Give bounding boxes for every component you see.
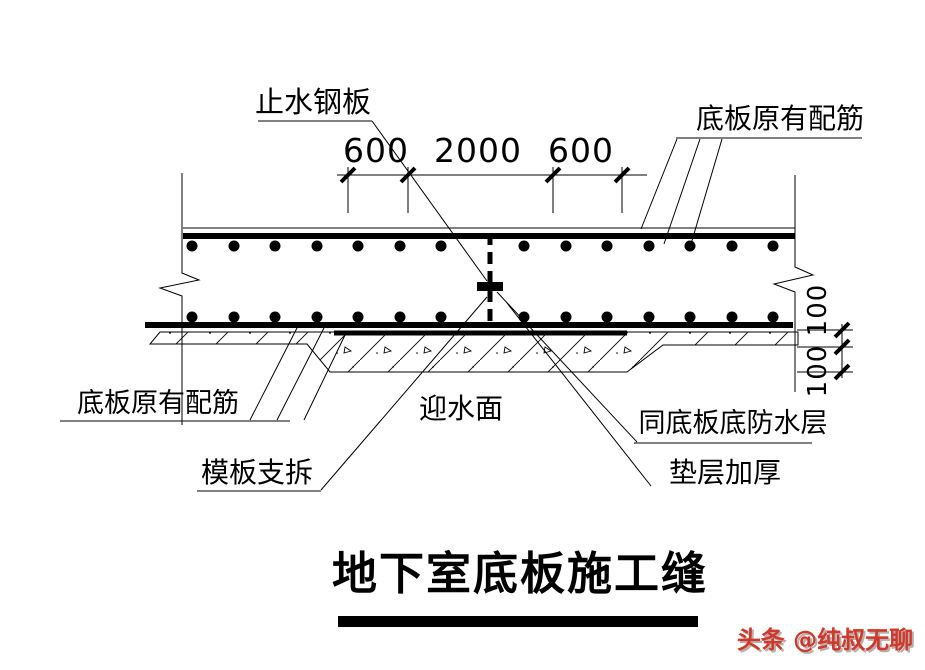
cushion-hatch-area	[148, 331, 799, 373]
dim-600-right: 600	[548, 131, 614, 170]
label-existing-rebar-top: 底板原有配筋	[696, 102, 864, 135]
rebar-dots-top-row	[186, 240, 779, 252]
label-cushion-thickening: 垫层加厚	[669, 456, 781, 489]
watermark: 头条 @纯叔无聊	[737, 626, 913, 654]
dimension-right: 100 100	[797, 284, 853, 398]
dim-100-lower: 100	[803, 345, 833, 398]
watermark-shadow: 头条 @纯叔无聊	[739, 628, 915, 656]
title-underline-bar	[338, 616, 698, 627]
label-waterstop-plate: 止水钢板	[255, 85, 371, 119]
break-symbol-left	[158, 173, 201, 425]
label-waterproofing-same-as-slab: 同底板底防水层	[639, 408, 828, 439]
label-existing-rebar-bottom: 底板原有配筋	[77, 388, 239, 419]
rebar-dots-bottom-row	[186, 311, 779, 323]
dim-2000: 2000	[434, 131, 522, 170]
dim-100-upper: 100	[803, 284, 833, 337]
dim-600-left: 600	[343, 131, 409, 170]
drawing-title: 地下室底板施工缝	[332, 547, 708, 600]
waterstop-plate-mark	[477, 282, 503, 291]
dimension-top: 600 2000 600	[337, 131, 647, 213]
label-formwork-support-removal: 模板支拆	[201, 456, 313, 489]
break-symbol-right	[772, 175, 815, 392]
label-water-facing-surface: 迎水面	[419, 392, 503, 425]
leader-lines	[60, 120, 862, 492]
